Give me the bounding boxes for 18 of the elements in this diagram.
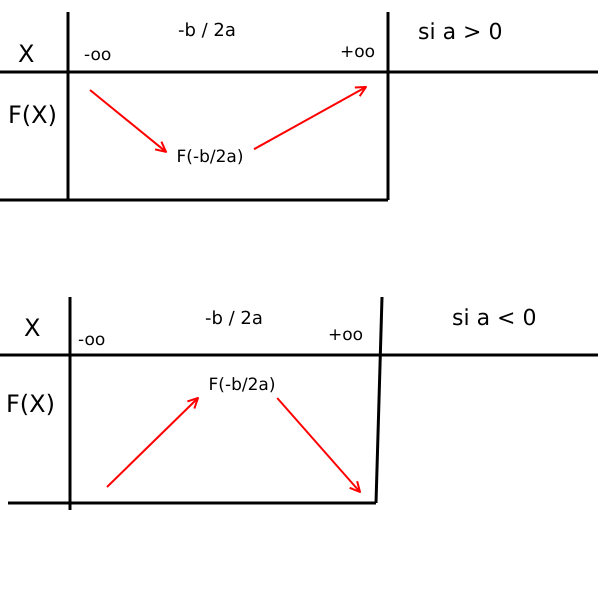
critical-value: -b / 2a	[205, 310, 263, 328]
extremum-value: F(-b/2a)	[166, 144, 254, 170]
bound-label: -oo	[78, 332, 106, 349]
arrow	[106, 397, 199, 488]
extremum-value: F(-b/2a)	[198, 372, 286, 398]
function-label: F(X)	[8, 103, 57, 127]
arrow	[276, 397, 361, 493]
arrow	[254, 86, 367, 150]
bound-label: +oo	[328, 327, 364, 344]
condition-label: si a < 0	[452, 308, 536, 330]
variable-label: X	[24, 316, 40, 340]
arrow	[89, 89, 167, 153]
function-label: F(X)	[6, 392, 55, 416]
condition-label: si a > 0	[418, 22, 502, 44]
critical-value: -b / 2a	[178, 22, 236, 40]
variable-label: X	[18, 42, 34, 66]
bound-label: -oo	[84, 47, 112, 64]
bound-label: +oo	[340, 44, 376, 61]
